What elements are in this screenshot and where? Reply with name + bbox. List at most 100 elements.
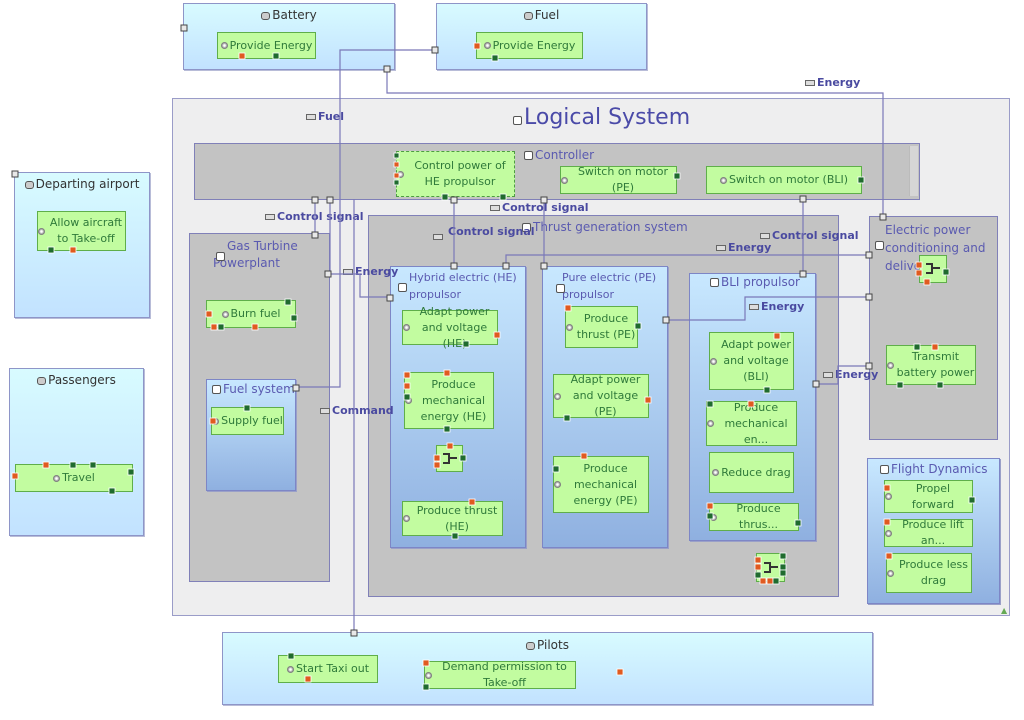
exchange-icon [306,114,316,120]
function-icon [561,176,568,184]
split-icon [926,263,940,274]
exchange-label-control-signal[interactable]: Control signal [760,229,859,242]
resize-handle-icon[interactable]: ▲ [1001,606,1008,615]
scrollbar[interactable] [909,146,918,196]
function-produce-mech-energy-bli[interactable]: Produce mechanical en... [706,401,797,446]
flight-dynamics-title: Flight Dynamics [880,461,988,478]
exchange-label-fuel[interactable]: Fuel [306,110,344,123]
function-icon [707,420,714,427]
function-adapt-power-he[interactable]: Adapt power and voltage (HE) [402,305,498,350]
function-icon [53,474,61,482]
function-icon [566,323,573,331]
exchange-label-energy[interactable]: Energy [823,368,878,381]
function-switch-on-motor-pe[interactable]: Switch on motor (PE) [560,165,677,194]
function-switch-on-motor-bli[interactable]: Switch on motor (BLI) [706,166,862,194]
exchange-label-command[interactable]: Command [320,404,394,417]
actor-pilots[interactable]: Pilots Start Taxi out Demand permission … [222,632,873,705]
function-produce-mech-energy-pe[interactable]: Produce mechanical energy (PE) [553,456,649,513]
exchange-label-energy[interactable]: Energy [749,300,804,313]
function-produce-mech-energy-he[interactable]: Produce mechanical energy (HE) [404,372,494,429]
exchange-label-energy[interactable]: Energy [343,265,398,278]
actor-departing-airport-title: Departing airport [15,177,149,191]
exchange-label-energy[interactable]: Energy [716,241,771,254]
function-produce-thrust-pe[interactable]: Produce thrust (PE) [565,306,638,348]
component-icon [556,284,565,293]
actor-passengers-title: Passengers [10,373,143,387]
function-start-taxi-out[interactable]: Start Taxi out [278,655,378,683]
function-fuel-provide-energy[interactable]: Provide Energy [476,32,583,59]
controller-title: Controller [524,147,594,164]
fuel-system-component[interactable] [206,379,296,491]
exchange-label-control-signal[interactable]: Control signal [433,223,535,240]
component-icon [513,116,522,125]
function-adapt-power-bli[interactable]: Adapt power and voltage (BLI) [709,332,794,390]
actor-icon [261,12,271,20]
function-propel-forward[interactable]: Propel forward [884,480,973,513]
thrust-generation-title: Thrust generation system [522,219,688,236]
function-icon [403,515,410,522]
actor-departing-airport[interactable]: Departing airport Allow aircraft to Take… [14,172,150,318]
exchange-label-energy[interactable]: Energy [805,76,860,89]
function-produce-less-drag[interactable]: Produce less drag [886,553,972,593]
function-icon [710,513,717,521]
function-icon [38,227,45,235]
function-icon [710,357,717,365]
component-icon [710,278,719,287]
electric-power-title: Electric power conditioning and delive [885,223,986,273]
function-produce-lift[interactable]: Produce lift an... [884,518,973,547]
actor-battery[interactable]: Battery Provide Energy [183,3,395,70]
exchange-icon [265,214,275,220]
function-produce-thrust-he[interactable]: Produce thrust (HE) [402,501,503,536]
function-transmit-battery-power[interactable]: Transmit battery power [886,345,976,385]
function-icon [554,481,561,488]
exchange-icon [433,234,443,240]
split-gate[interactable] [756,553,785,582]
function-icon [221,310,229,318]
component-icon [212,385,221,394]
actor-icon [523,12,533,20]
exchange-icon [320,408,330,414]
logical-system-title: Logical System [513,105,690,130]
exchange-icon [490,205,500,211]
function-supply-fuel[interactable]: Supply fuel [211,407,284,435]
electric-power-component[interactable] [869,216,998,440]
function-icon [885,493,892,500]
exchange-icon [760,233,770,239]
exchange-icon [716,245,726,251]
component-icon [398,283,407,292]
function-adapt-power-pe[interactable]: Adapt power and voltage (PE) [553,373,649,418]
pe-propulsor-title: Pure electric (PE) propulsor [562,271,657,301]
component-icon [875,241,884,250]
function-battery-provide-energy[interactable]: Provide Energy [217,32,316,59]
component-icon [524,151,533,160]
function-icon [712,469,720,476]
split-icon [443,453,457,464]
exchange-label-control-signal[interactable]: Control signal [490,201,589,214]
exchange-label-control-signal[interactable]: Control signal [265,210,364,223]
function-icon [220,42,228,49]
gas-turbine-title: Gas Turbine Powerplant [213,239,298,270]
function-icon [887,569,894,577]
bli-propulsor-title: BLI propulsor [710,274,800,291]
function-allow-takeoff[interactable]: Allow aircraft to Take-off [37,211,126,251]
split-gate[interactable] [436,445,463,472]
actor-fuel[interactable]: Fuel Provide Energy [436,3,647,70]
function-icon [212,417,220,425]
split-gate[interactable] [919,255,947,283]
function-burn-fuel[interactable]: Burn fuel [206,300,296,328]
function-demand-permission[interactable]: Demand permission to Take-off [424,660,576,689]
actor-icon [526,642,536,650]
function-control-power-he[interactable]: Control power of HE propulsor [396,151,515,197]
exchange-icon [823,372,833,378]
function-travel[interactable]: Travel [15,464,133,492]
function-icon [403,324,410,331]
actor-icon [24,181,34,189]
exchange-icon [749,304,759,310]
function-reduce-drag[interactable]: Reduce drag [709,452,794,493]
component-icon [216,252,225,261]
function-produce-thrust-bli[interactable]: Produce thrus... [709,502,799,531]
actor-passengers[interactable]: Passengers Travel [9,368,144,536]
function-icon [405,397,412,404]
function-icon [719,176,727,184]
function-icon [554,392,561,400]
